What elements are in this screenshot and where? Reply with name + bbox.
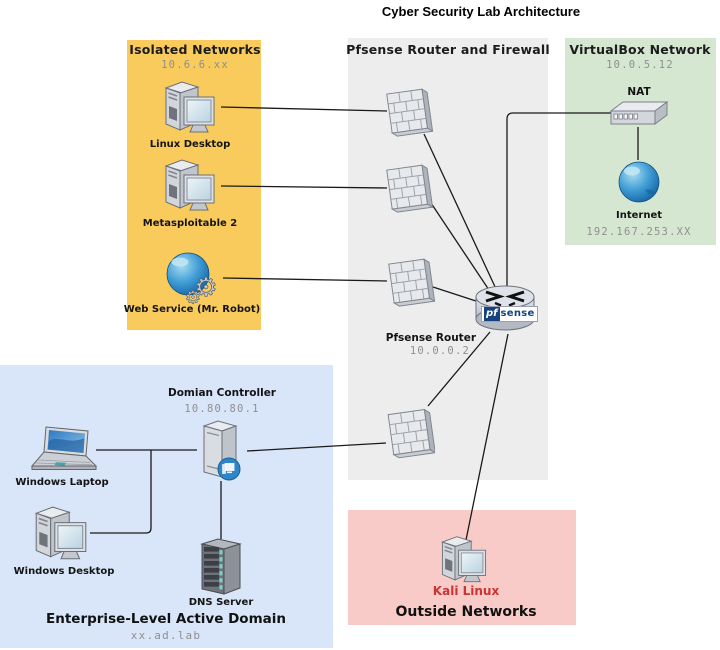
svg-text:⚙: ⚙	[194, 273, 217, 303]
virtualbox-zone-title: VirtualBox Network	[569, 42, 711, 57]
linux-desktop-icon	[160, 80, 220, 138]
nat-label: NAT	[627, 86, 651, 98]
web-service-icon: ⚙ ⚙	[166, 252, 218, 309]
outside-zone-title: Outside Networks	[395, 604, 537, 620]
pfsense-logo-pf: pf	[484, 307, 500, 321]
page-title: Cyber Security Lab Architecture	[381, 4, 581, 19]
metasploitable-icon	[160, 158, 220, 216]
firewall-icon-3	[385, 252, 435, 310]
domain-controller-ip: 10.80.80.1	[184, 403, 260, 415]
pfsense-zone-title: Pfsense Router and Firewall	[346, 42, 550, 57]
kali-linux-icon	[437, 534, 491, 588]
firewall-icon-1	[383, 82, 433, 140]
enterprise-zone-title: Enterprise-Level Active Domain	[46, 611, 286, 627]
virtualbox-subnet: 10.0.5.12	[606, 59, 674, 71]
dns-server-label: DNS Server	[188, 597, 254, 608]
windows-laptop-label: Windows Laptop	[15, 477, 109, 488]
internet-globe-icon	[617, 158, 661, 204]
dns-server-icon	[195, 536, 247, 598]
isolated-subnet: 10.6.6.xx	[161, 59, 229, 71]
kali-linux-label: Kali Linux	[432, 584, 500, 598]
domain-controller-icon	[195, 419, 247, 483]
nat-switch-icon	[607, 98, 669, 128]
pfsense-logo-sense: sense	[500, 308, 535, 319]
web-service-label: Web Service (Mr. Robot)	[123, 304, 261, 315]
linux-desktop-label: Linux Desktop	[149, 139, 231, 150]
firewall-icon-2	[383, 158, 433, 216]
firewall-icon-4	[385, 402, 435, 462]
pfsense-router-ip: 10.0.0.2	[409, 345, 470, 357]
enterprise-domain: xx.ad.lab	[130, 629, 202, 642]
enterprise-zone	[0, 365, 333, 648]
domain-controller-label: Domian Controller	[168, 387, 276, 399]
metasploitable-label: Metasploitable 2	[142, 218, 238, 229]
pfsense-zone	[348, 38, 548, 480]
internet-ip: 192.167.253.XX	[586, 226, 692, 238]
isolated-zone-title: Isolated Networks	[129, 42, 261, 57]
internet-label: Internet	[615, 210, 663, 221]
windows-desktop-icon	[30, 505, 92, 565]
svg-text:⚙: ⚙	[185, 288, 201, 309]
windows-laptop-icon	[26, 426, 98, 478]
windows-desktop-label: Windows Desktop	[13, 566, 115, 577]
pfsense-router-label: Pfsense Router	[385, 332, 476, 344]
